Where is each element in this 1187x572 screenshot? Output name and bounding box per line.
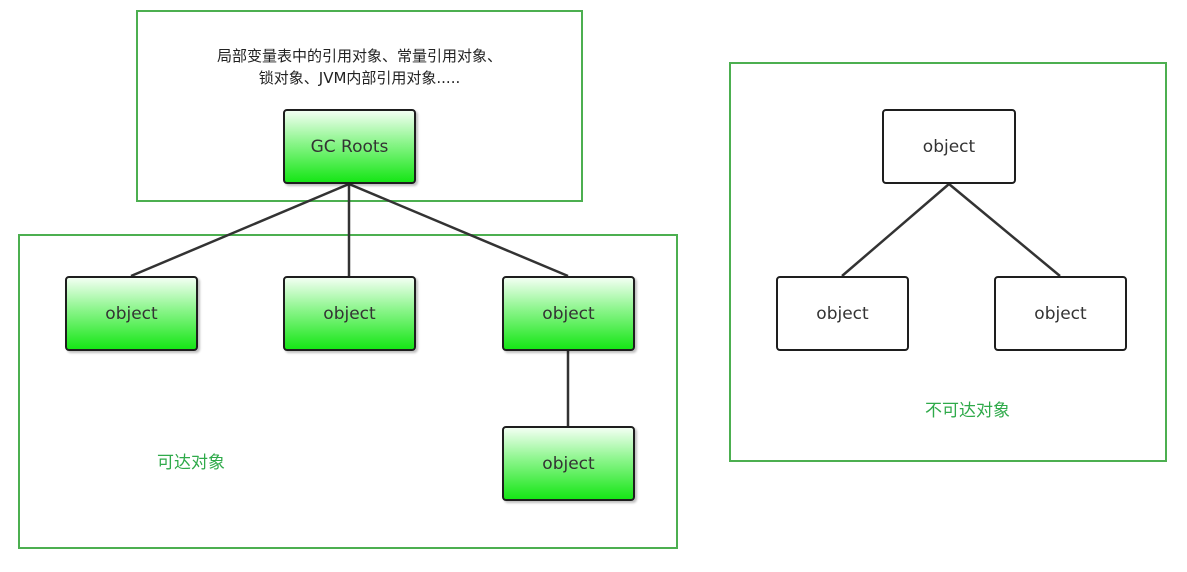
object-label: object bbox=[816, 303, 869, 324]
unreachable-object-node: object bbox=[994, 276, 1127, 351]
object-label: object bbox=[922, 136, 976, 157]
reachable-object-node: object bbox=[502, 276, 635, 351]
gc-roots-note: 局部变量表中的引用对象、常量引用对象、 锁对象、JVM内部引用对象..... bbox=[138, 45, 581, 89]
reachable-label: 可达对象 bbox=[157, 453, 225, 473]
gc-roots-node: GC Roots bbox=[283, 109, 416, 184]
unreachable-label: 不可达对象 bbox=[925, 401, 1010, 421]
unreachable-object-node: object bbox=[776, 276, 909, 351]
object-label: object bbox=[542, 453, 595, 474]
gc-roots-frame: 局部变量表中的引用对象、常量引用对象、 锁对象、JVM内部引用对象..... bbox=[136, 10, 583, 202]
link-root-to-object-1 bbox=[130, 182, 350, 278]
unreachable-frame bbox=[729, 62, 1167, 462]
object-label: object bbox=[105, 303, 158, 324]
reachable-object-node: object bbox=[65, 276, 198, 351]
gc-roots-note-line2: 锁对象、JVM内部引用对象..... bbox=[258, 69, 461, 87]
object-label: object bbox=[1034, 303, 1087, 324]
gc-roots-label: GC Roots bbox=[310, 136, 389, 157]
link-unreachable-top-to-left bbox=[841, 183, 950, 277]
object-label: object bbox=[323, 303, 376, 324]
link-unreachable-top-to-right bbox=[948, 183, 1061, 277]
reachable-object-node: object bbox=[283, 276, 416, 351]
gc-roots-note-line1: 局部变量表中的引用对象、常量引用对象、 bbox=[216, 47, 502, 65]
unreachable-object-node: object bbox=[882, 109, 1016, 184]
link-root-to-object-3 bbox=[348, 182, 569, 278]
object-label: object bbox=[542, 303, 595, 324]
reachable-object-node: object bbox=[502, 426, 635, 501]
